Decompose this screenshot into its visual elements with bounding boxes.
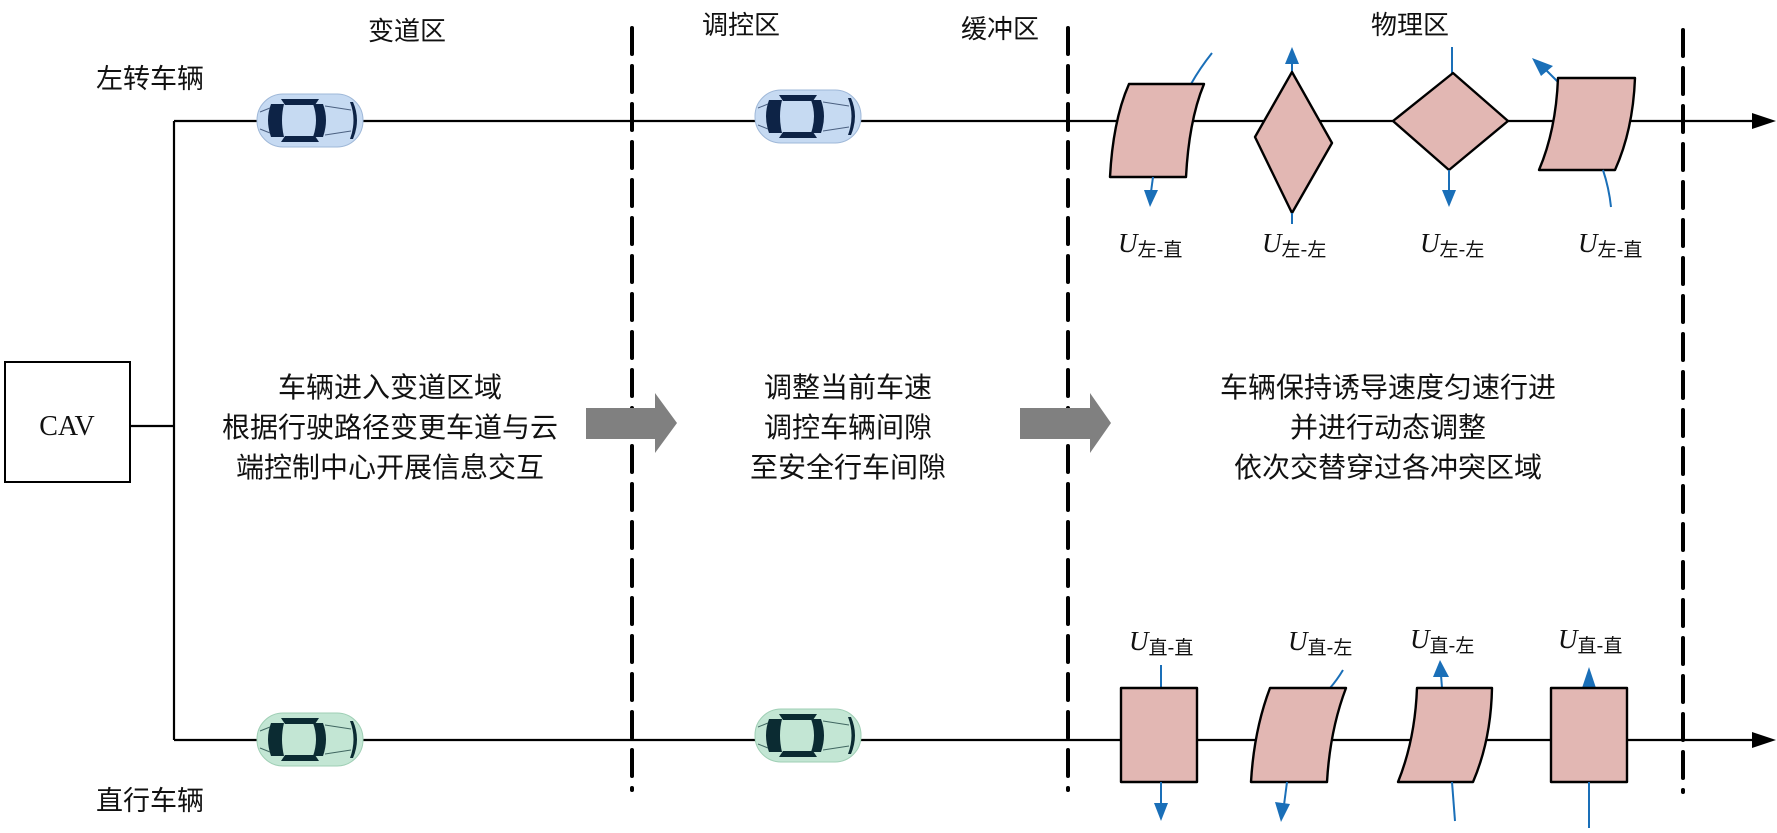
conflict-label-left-2: U左-左 [1262,228,1326,261]
conflict-zone-left-left-1 [1253,47,1334,224]
conflict-label-left-3: U左-左 [1420,228,1484,261]
straight-car-lane-change [256,712,364,767]
left-turn-car-lane-change [256,93,364,148]
left-turn-lane-arrowhead [1752,113,1776,129]
cav-box [4,361,131,483]
conflict-label-straight-2: U直-左 [1288,626,1352,659]
description-line: 依次交替穿过各冲突区域 [1234,451,1542,484]
description-line: 端控制中心开展信息交互 [236,451,544,484]
cav-label: CAV [39,411,95,442]
conflict-symbol: U [1129,626,1150,656]
straight-lane-arrowhead [1752,732,1776,748]
description-line: 根据行驶路径变更车道与云 [222,411,558,444]
conflict-subscript: 左-左 [1440,239,1485,261]
description-line: 车辆保持诱导速度匀速行进 [1220,371,1556,404]
conflict-subscript: 直-直 [1149,637,1194,659]
flow-arrowhead [1433,660,1449,677]
conflict-symbol: U [1578,228,1599,258]
conflict-symbol: U [1118,228,1139,258]
stage-arrow-1 [586,393,677,453]
left-turn-car-control [754,89,862,144]
conflict-symbol: U [1558,624,1579,654]
stage-arrow-2 [1020,393,1111,453]
conflict-symbol: U [1420,228,1441,258]
conflict-symbol: U [1410,624,1431,654]
conflict-subscript: 左-直 [1138,239,1183,261]
lane-label-straight: 直行车辆 [96,786,204,817]
zone-title-physical: 物理区 [1371,11,1449,41]
description-line: 至安全行车间隙 [750,451,946,484]
description-line: 调整当前车速 [764,371,932,404]
conflict-label-straight-1: U直-直 [1129,626,1193,659]
conflict-zone-left-straight-2 [1532,58,1637,208]
description-physical: 车辆保持诱导速度匀速行进 并进行动态调整 依次交替穿过各冲突区域 [1220,371,1556,484]
flow-arrowhead [1144,190,1158,207]
flow-arrowhead [1285,47,1299,64]
zone-title-buffer: 缓冲区 [961,15,1039,45]
zone-title-control: 调控区 [702,11,780,41]
lane-label-left-turn: 左转车辆 [96,64,204,95]
straight-car-control [754,708,862,763]
conflict-symbol: U [1262,228,1283,258]
flow-arrowhead [1532,58,1553,76]
conflict-subscript: 直-直 [1578,635,1623,657]
conflict-zone-left-straight-1 [1108,52,1213,207]
description-control: 调整当前车速 调控车辆间隙 至安全行车间隙 [750,371,946,484]
conflict-label-left-1: U左-直 [1118,228,1182,261]
description-line: 车辆进入变道区域 [278,371,502,404]
flow-arrowhead [1154,803,1168,821]
conflict-label-straight-4: U直-直 [1558,624,1622,657]
flow-arrowhead [1582,667,1596,688]
flow-arrowhead [1442,190,1456,207]
conflict-zone-straight-left-2 [1396,660,1494,822]
description-line: 并进行动态调整 [1290,411,1486,444]
conflict-zone-straight-straight-2 [1549,667,1629,828]
conflict-label-straight-3: U直-左 [1410,624,1474,657]
description-line: 调控车辆间隙 [764,411,932,444]
conflict-label-left-4: U左-直 [1578,228,1642,261]
conflict-zone-straight-straight-1 [1119,665,1199,821]
zone-title-lane-change: 变道区 [368,17,446,47]
conflict-subscript: 直-左 [1308,637,1353,659]
conflict-symbol: U [1288,626,1309,656]
conflict-subscript: 左-直 [1598,239,1643,261]
conflict-zone-left-left-2 [1391,47,1510,207]
conflict-subscript: 左-左 [1282,239,1327,261]
description-lane-change: 车辆进入变道区域 根据行驶路径变更车道与云 端控制中心开展信息交互 [222,371,558,484]
conflict-subscript: 直-左 [1430,635,1475,657]
conflict-zone-straight-left-1 [1249,669,1348,822]
flow-arrowhead [1275,802,1290,822]
